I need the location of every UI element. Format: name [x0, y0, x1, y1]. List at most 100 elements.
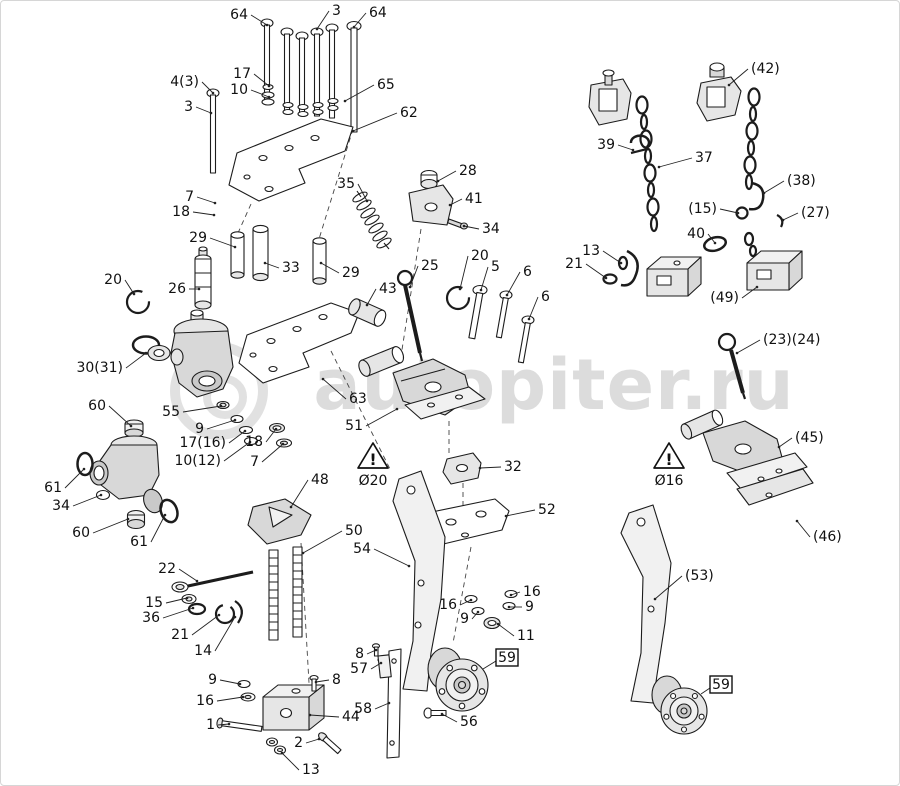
part-arm-53 — [620, 504, 672, 704]
leader-line — [223, 441, 251, 462]
leader-line — [480, 266, 489, 291]
callout-(46): (46) — [813, 529, 842, 545]
leader-line — [305, 738, 320, 744]
leader-line — [510, 591, 521, 596]
leader-line — [92, 518, 129, 534]
leader-dot — [505, 293, 509, 297]
callout-7: 7 — [185, 189, 194, 205]
callout-8: 8 — [355, 646, 364, 662]
leader-dot — [436, 179, 440, 183]
leader-dot — [504, 514, 508, 518]
leader-dot — [713, 241, 717, 245]
leader-line — [191, 614, 220, 636]
part-plate-63 — [238, 302, 360, 384]
leader-dot — [387, 701, 391, 705]
leader-dot — [735, 351, 739, 355]
part-ring-20-right — [445, 285, 471, 311]
callout-48: 48 — [311, 472, 329, 488]
leader-line — [178, 568, 198, 582]
leader-line — [366, 649, 377, 655]
leader-dot — [267, 84, 271, 88]
part-chain-left — [629, 95, 660, 233]
leader-line — [459, 255, 469, 290]
leader-line — [617, 144, 634, 151]
leader-line — [654, 575, 683, 600]
leader-dot — [343, 99, 347, 103]
leader-line — [261, 443, 284, 463]
leader-line — [182, 405, 222, 413]
callout-33: 33 — [282, 260, 300, 276]
callout-65: 65 — [377, 77, 395, 93]
part-pin-23-24 — [717, 332, 747, 400]
leader-dot — [243, 429, 247, 433]
leader-line — [471, 611, 479, 620]
leader-line — [206, 419, 236, 430]
callout-60: 60 — [88, 398, 106, 414]
part-bracket-44 — [216, 674, 342, 755]
leader-dot — [319, 261, 323, 265]
leader-dot — [233, 615, 237, 619]
part-clamp-57 — [371, 643, 392, 679]
leader-dot — [219, 404, 223, 408]
callout-64: 64 — [230, 7, 248, 23]
callout-61: 61 — [44, 480, 62, 496]
callout-2: 2 — [294, 735, 303, 751]
leader-dot — [195, 579, 199, 583]
callout-39: 39 — [597, 137, 615, 153]
leader-dot — [241, 695, 245, 699]
part-boxes-49 — [646, 250, 803, 297]
callout-(42): (42) — [751, 61, 780, 77]
leader-line — [165, 597, 188, 604]
leader-dot — [619, 261, 623, 265]
callout-3: 3 — [184, 99, 193, 115]
leader-line — [72, 494, 102, 507]
leader-line — [373, 548, 410, 567]
part-damper-26 — [194, 246, 212, 310]
leader-line — [357, 183, 368, 202]
part-bushing-43 — [348, 298, 387, 327]
leader-dot — [281, 442, 285, 446]
leader-line — [108, 405, 132, 427]
leader-line — [741, 286, 758, 299]
parts-layer — [76, 18, 814, 759]
part-link-40 — [702, 235, 728, 253]
callout-9: 9 — [195, 421, 204, 437]
callout-13: 13 — [582, 243, 600, 259]
leader-line — [219, 679, 241, 685]
callout-14: 14 — [194, 643, 212, 659]
part-hook-38 — [735, 181, 784, 228]
leader-dot — [365, 303, 369, 307]
callout-50: 50 — [345, 523, 363, 539]
leader-dot — [462, 224, 466, 228]
leader-dot — [507, 605, 511, 609]
part-bolt-4-3 — [206, 88, 220, 174]
leader-dot — [211, 91, 215, 95]
callout-(49): (49) — [710, 290, 739, 306]
callout-20: 20 — [104, 272, 122, 288]
callout-17: 17 — [233, 66, 251, 82]
callout-26: 26 — [168, 281, 186, 297]
callout-(53): (53) — [685, 568, 714, 584]
leader-dot — [458, 287, 462, 291]
callout-(15): (15) — [688, 201, 717, 217]
callout-54: 54 — [353, 541, 371, 557]
leader-dot — [653, 597, 657, 601]
leader-line — [778, 437, 793, 448]
leader-dot — [736, 211, 740, 215]
svg-text:Ø16: Ø16 — [655, 473, 684, 489]
leader-line — [437, 170, 457, 182]
leader-dot — [440, 712, 444, 716]
callout-1: 1 — [206, 717, 215, 733]
leader-dot — [469, 598, 473, 602]
part-bolt-5 — [468, 284, 488, 340]
leader-dot — [365, 199, 369, 203]
callout-18: 18 — [172, 204, 190, 220]
leader-line — [353, 12, 367, 28]
leader-dot — [267, 95, 271, 99]
callout-16: 16 — [439, 597, 457, 613]
callout-17(16): 17(16) — [179, 435, 226, 451]
leader-line — [195, 106, 212, 114]
leader-dot — [408, 285, 412, 289]
